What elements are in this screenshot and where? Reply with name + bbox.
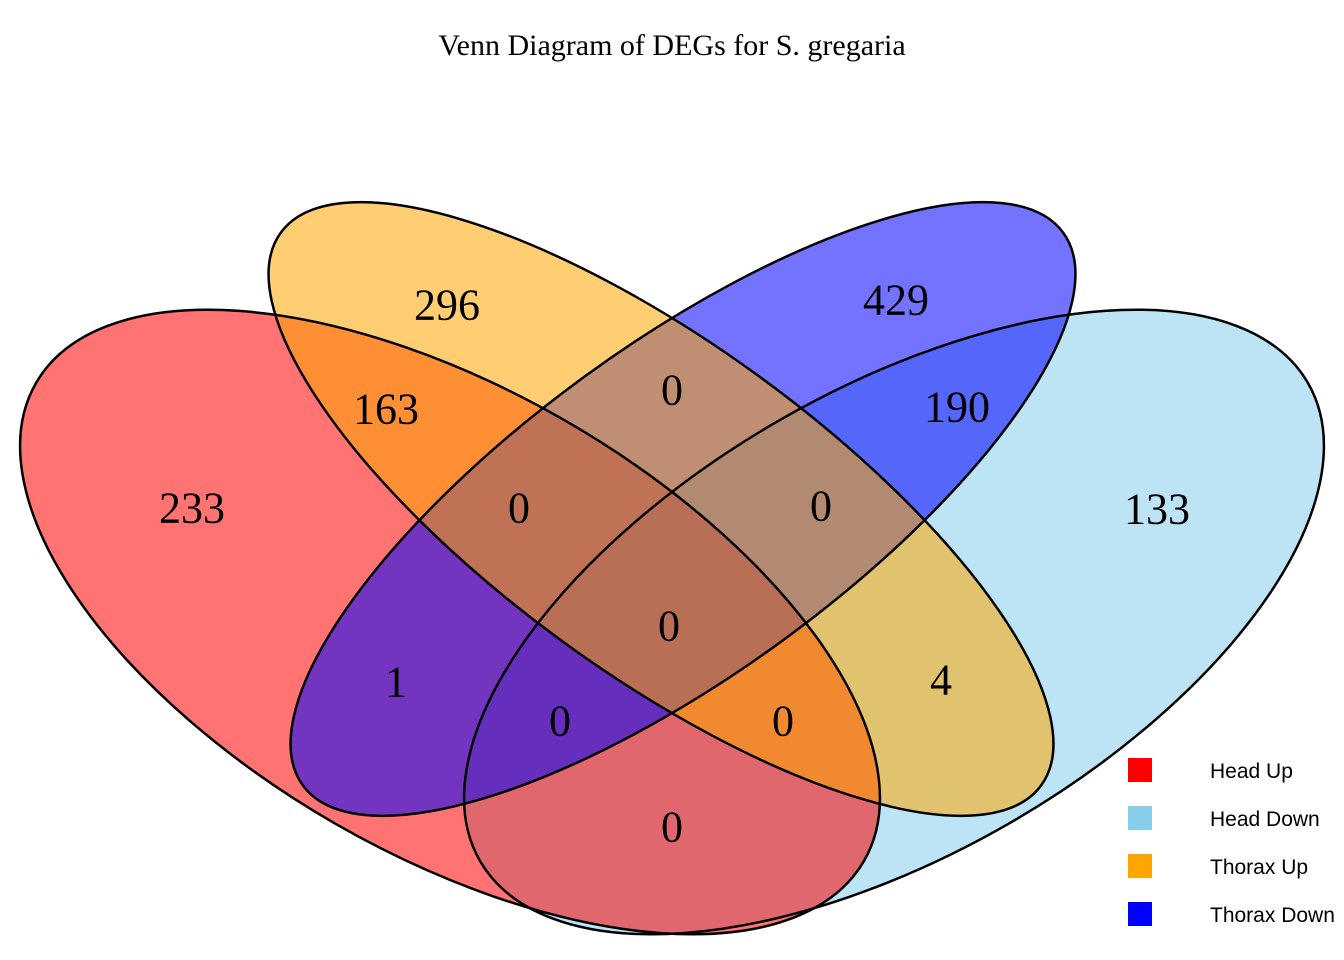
- legend-label-head-down: Head Down: [1210, 808, 1320, 831]
- region-count-thorax-up-thorax-down-head-down: 0: [810, 482, 832, 531]
- thorax-up-ellipse-fill: [268, 202, 1054, 816]
- legend: Head Up Head Down Thorax Up Thorax Down: [1128, 758, 1335, 927]
- legend-label-head-up: Head Up: [1210, 760, 1293, 783]
- legend-label-thorax-down: Thorax Down: [1210, 904, 1335, 927]
- legend-swatch-thorax-up: [1128, 854, 1152, 878]
- legend-item-thorax-up: Thorax Up: [1128, 854, 1308, 879]
- region-count-head-up-thorax-down: 1: [385, 658, 407, 707]
- thorax-down-ellipse-outline: [289, 200, 1077, 818]
- region-count-head-up-thorax-up-thorax-down: 0: [508, 484, 530, 533]
- legend-swatch-thorax-down: [1128, 902, 1152, 926]
- region-count-head-up-only: 233: [159, 484, 225, 533]
- region-count-head-down-only: 133: [1124, 485, 1190, 534]
- region-count-head-up-thorax-down-head-down: 0: [549, 697, 571, 746]
- region-count-thorax-up-head-down: 4: [930, 656, 952, 705]
- region-count-head-up-head-down: 0: [661, 803, 683, 852]
- region-count-thorax-down-head-down: 190: [924, 383, 990, 432]
- region-count-thorax-up-thorax-down: 0: [661, 366, 683, 415]
- head-up-ellipse-outline: [18, 308, 882, 936]
- venn-region-labels: 233 296 429 133 163 190 0 1 4 0 0 0 0 0 …: [159, 276, 1190, 852]
- legend-label-thorax-up: Thorax Up: [1210, 856, 1308, 879]
- venn-ellipse-outlines: [18, 200, 1326, 936]
- legend-item-head-up: Head Up: [1128, 758, 1293, 783]
- venn-ellipse-fills: [20, 202, 1324, 935]
- legend-item-thorax-down: Thorax Down: [1128, 902, 1335, 927]
- region-count-all-four: 0: [658, 602, 680, 651]
- region-count-thorax-up-only: 296: [414, 281, 480, 330]
- legend-swatch-head-up: [1128, 758, 1152, 782]
- thorax-up-ellipse-outline: [267, 200, 1055, 818]
- chart-title: Venn Diagram of DEGs for S. gregaria: [438, 29, 905, 62]
- legend-swatch-head-down: [1128, 806, 1152, 830]
- head-down-ellipse-outline: [462, 308, 1326, 936]
- region-count-head-up-thorax-up: 163: [353, 385, 419, 434]
- region-count-head-up-thorax-up-head-down: 0: [772, 697, 794, 746]
- legend-item-head-down: Head Down: [1128, 806, 1320, 831]
- region-count-thorax-down-only: 429: [863, 276, 929, 325]
